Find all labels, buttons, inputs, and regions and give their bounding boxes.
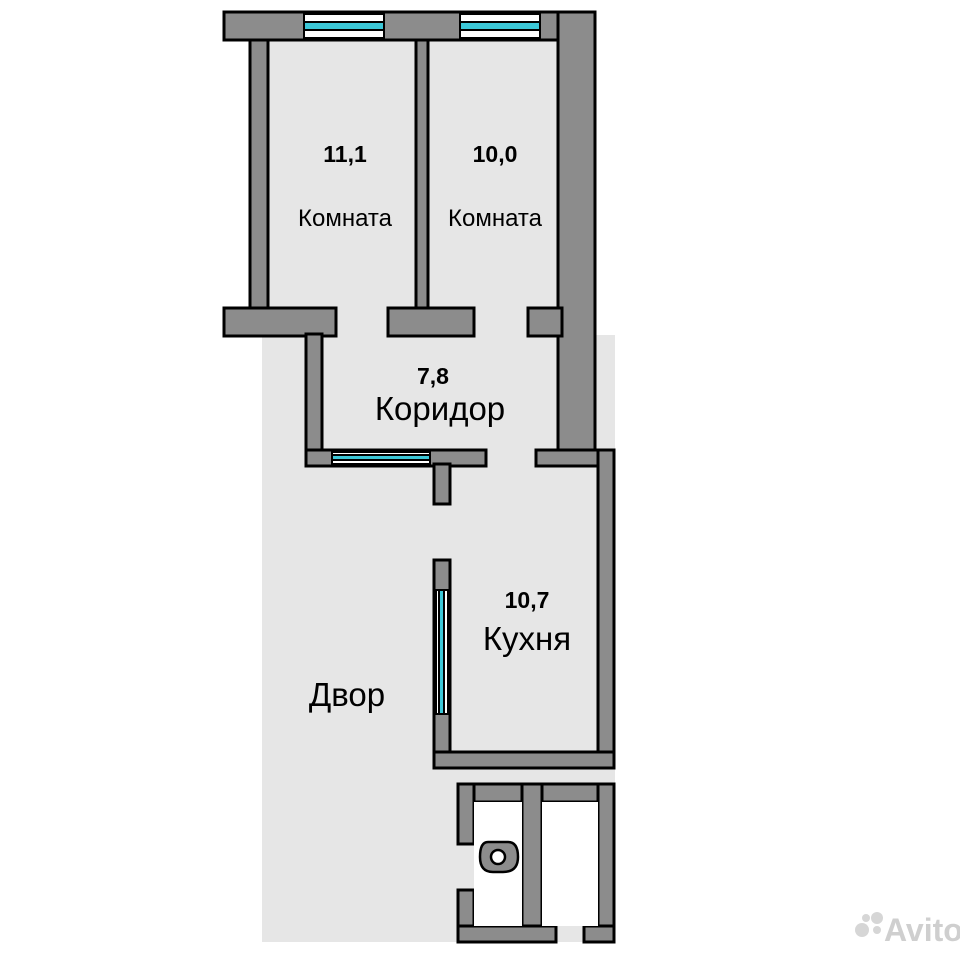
avito-logo-dot-3 [862,914,870,922]
wall-kitchen-bottom [432,750,616,770]
kitchen-area: 10,7 [505,587,550,613]
wall-bath-bottom-right [582,924,616,944]
wall-stub-right [526,306,564,338]
toilet-icon [478,840,520,874]
avito-logo-dot-2 [873,926,881,934]
avito-watermark: Avito [884,912,960,948]
wall-bath-middle [520,782,544,944]
bathroom-floor-right [542,802,598,926]
kitchen-floor [448,460,600,752]
wall-bath-right [596,782,616,944]
room2-name: Комната [448,205,543,232]
yard-name: Двор [309,676,385,713]
kitchen-name: Кухня [483,620,571,657]
wall-right-upper [556,10,597,464]
wall-bath-left [456,782,476,846]
room2-area: 10,0 [473,141,518,167]
wall-left-room1 [248,38,270,312]
room-floor-left [268,40,416,310]
avito-logo-dot-1 [855,923,869,937]
wall-bath-bottom-left [456,924,558,944]
corridor-area: 7,8 [417,363,449,389]
windows [303,13,541,715]
wall-stub-middle [386,306,476,338]
wall-between-rooms [414,38,430,312]
avito-logo: Avito [855,912,960,948]
window-corridor-glass [331,454,431,461]
avito-logo-dot-4 [871,912,883,924]
wall-stub-left [222,306,338,338]
wall-corridor-stub [432,462,452,506]
room1-name: Комната [298,205,393,232]
wall-corridor-left [304,332,324,466]
wall-kitchen-right [596,448,616,770]
window-kitchen-glass [438,589,445,715]
room1-area: 11,1 [323,141,367,167]
window-room1-glass [303,21,385,31]
room-floor-right [428,40,558,310]
toilet-seat [489,848,507,866]
corridor-name: Коридор [375,390,505,427]
window-room2-glass [459,21,541,31]
